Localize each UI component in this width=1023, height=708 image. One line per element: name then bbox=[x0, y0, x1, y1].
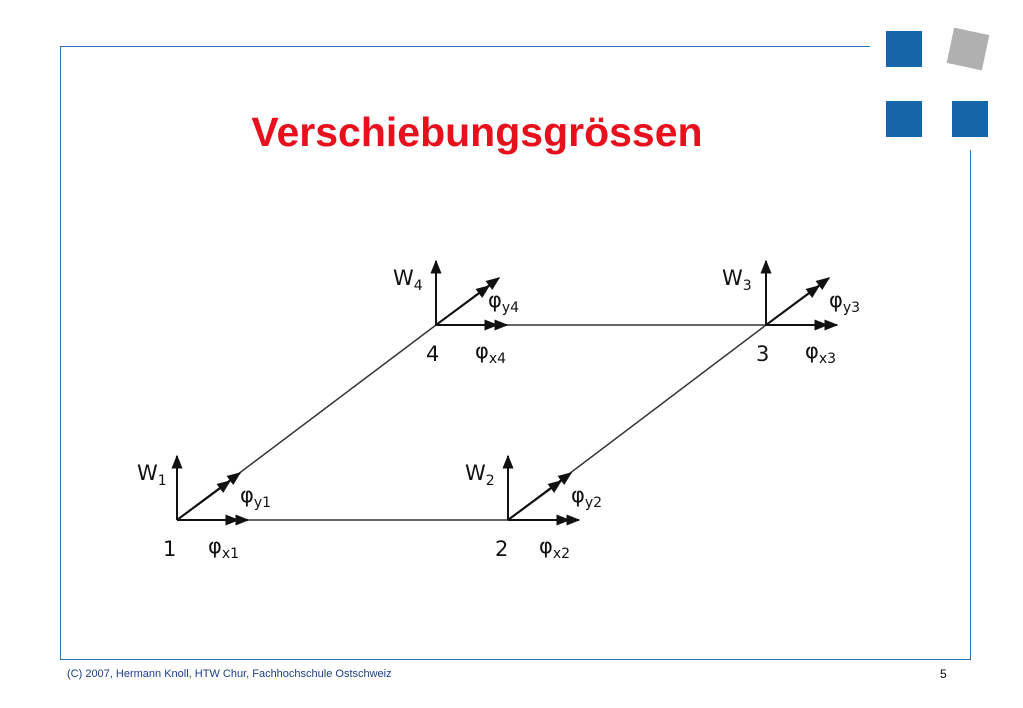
label-phi-y3: φy3 bbox=[829, 288, 860, 316]
label-phi-x2: φx2 bbox=[539, 534, 570, 562]
node-label-2: 2 bbox=[495, 537, 508, 561]
label-phi-y4: φy4 bbox=[488, 288, 519, 316]
logo-square-blue-top-left bbox=[886, 31, 922, 67]
label-w3: W3 bbox=[722, 266, 752, 294]
label-phi-x1: φx1 bbox=[208, 534, 239, 562]
logo-square-blue-bottom-left bbox=[886, 101, 922, 137]
element-edges bbox=[176, 324, 767, 521]
label-phi-x4: φx4 bbox=[475, 339, 506, 367]
node-1 bbox=[171, 454, 250, 526]
label-w4: W4 bbox=[393, 266, 423, 294]
node-4 bbox=[430, 259, 509, 331]
label-w2: W2 bbox=[465, 461, 495, 489]
node-label-3: 3 bbox=[756, 342, 769, 366]
slide-frame bbox=[60, 46, 971, 660]
node-label-1: 1 bbox=[163, 537, 176, 561]
node-3 bbox=[760, 259, 839, 331]
label-phi-y2: φy2 bbox=[571, 483, 602, 511]
logo-square-blue-bottom-right bbox=[952, 101, 988, 137]
label-phi-x3: φx3 bbox=[805, 339, 836, 367]
node-label-4: 4 bbox=[426, 342, 439, 366]
node-2 bbox=[502, 454, 581, 526]
slide-title: Verschiebungsgrössen bbox=[251, 109, 703, 155]
arrow-phi-y1-inner bbox=[176, 480, 232, 521]
page-number: 5 bbox=[940, 667, 947, 681]
arrow-phi-y2-inner bbox=[507, 480, 563, 521]
label-w1: W1 bbox=[137, 461, 167, 489]
arrow-phi-y4-inner bbox=[435, 285, 491, 326]
arrow-phi-y3-inner bbox=[765, 285, 821, 326]
label-phi-y1: φy1 bbox=[240, 483, 271, 511]
footer-copyright: (C) 2007, Hermann Knoll, HTW Chur, Fachh… bbox=[67, 668, 392, 680]
